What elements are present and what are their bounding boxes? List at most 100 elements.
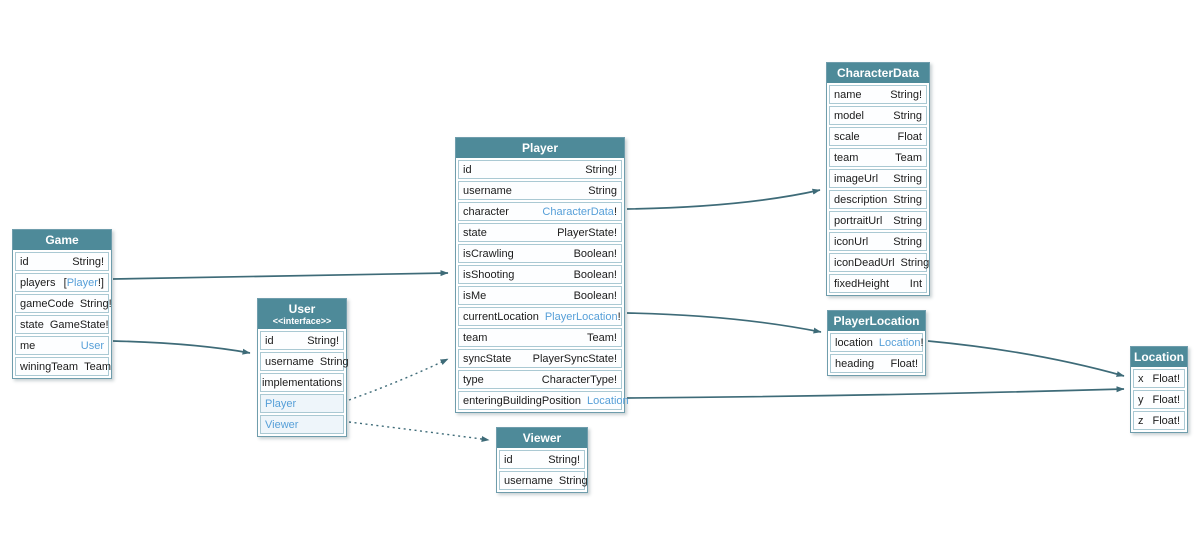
edge-game-me-to-user[interactable] <box>112 340 251 355</box>
field-name: name <box>834 88 862 101</box>
field-type: String! <box>72 255 104 268</box>
type-title: User <box>288 302 316 316</box>
edge-user-viewer-to-viewer[interactable] <box>348 421 490 442</box>
type-link[interactable]: PlayerLocation <box>544 310 618 323</box>
type-table-header-playerlocation[interactable]: PlayerLocation <box>828 311 925 331</box>
type-link[interactable]: Player <box>265 397 297 410</box>
edge-player-enteringbuildingposition-to-location[interactable] <box>626 386 1125 399</box>
field-type[interactable]: PlayerLocation! <box>544 310 621 323</box>
type-link[interactable]: CharacterData <box>542 205 614 218</box>
field-type[interactable]: User <box>81 340 104 352</box>
field-row[interactable]: state PlayerState! <box>458 223 622 242</box>
type-table-header-location[interactable]: Location <box>1131 347 1187 367</box>
field-name: iconDeadUrl <box>834 256 895 269</box>
edge-player-currentlocation-to-playerlocation[interactable] <box>626 312 822 334</box>
field-type[interactable]: Location <box>587 395 629 407</box>
field-name: model <box>834 109 864 122</box>
field-type: Float! <box>890 357 918 370</box>
field-row[interactable]: players[Player!] <box>15 273 109 292</box>
type-table-header-viewer[interactable]: Viewer <box>497 428 587 448</box>
field-type: String <box>893 193 922 206</box>
field-name: state <box>463 226 487 239</box>
type-table-header-player[interactable]: Player <box>456 138 624 158</box>
field-name: me <box>20 339 36 352</box>
field-type[interactable]: CharacterData! <box>542 205 617 218</box>
type-table-header-game[interactable]: Game <box>13 230 111 250</box>
edge-game-players-to-player[interactable] <box>112 270 449 280</box>
type-table-header-user[interactable]: User<<interface>> <box>258 299 346 329</box>
implementation-row[interactable]: Player <box>260 394 344 413</box>
field-type: Float <box>897 130 922 143</box>
type-link[interactable]: Viewer <box>265 418 299 431</box>
edge-playerlocation-location-to-location[interactable] <box>927 340 1125 377</box>
field-type: String <box>588 184 617 197</box>
field-row[interactable]: me User <box>15 336 109 355</box>
field-name: type <box>463 373 484 386</box>
field-type: String! <box>548 453 580 466</box>
field-type: Float! <box>1152 372 1180 385</box>
field-type: String <box>558 474 588 487</box>
field-type[interactable]: [Player!] <box>63 276 104 289</box>
field-name: character <box>463 205 509 218</box>
field-type: PlayerState! <box>557 226 617 239</box>
type-link[interactable]: Location <box>878 336 921 349</box>
field-type: String <box>893 172 922 185</box>
field-row[interactable]: username String <box>458 181 622 200</box>
edge-user-player-to-player[interactable] <box>348 358 449 401</box>
field-type: Boolean! <box>573 247 617 260</box>
type-link[interactable]: Player <box>66 276 98 289</box>
field-name: z <box>1138 414 1144 427</box>
field-type: String! <box>307 334 339 347</box>
edge-player-character-to-characterdata[interactable] <box>626 188 821 210</box>
implementation-row[interactable]: Viewer <box>260 415 344 434</box>
field-type: Int <box>909 277 922 290</box>
field-type[interactable]: Location! <box>878 336 924 349</box>
type-table-header-characterdata[interactable]: CharacterData <box>827 63 929 83</box>
field-name: username <box>463 184 512 197</box>
type-link[interactable]: User <box>80 339 104 352</box>
field-row[interactable]: character CharacterData! <box>458 202 622 221</box>
type-link[interactable]: Location <box>587 394 629 407</box>
field-name: isShooting <box>463 268 515 281</box>
